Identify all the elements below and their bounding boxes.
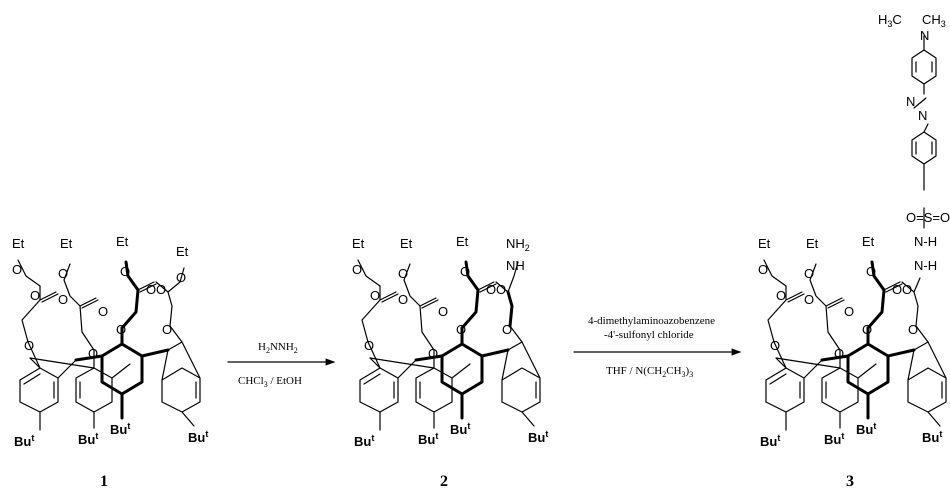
o-label: O	[58, 292, 68, 307]
o-label: O	[902, 282, 912, 297]
o-label: O	[804, 292, 814, 307]
azo-n-label: N	[918, 108, 927, 123]
tbu-label: But	[450, 421, 470, 437]
o-label: O	[438, 304, 448, 319]
o-label: O	[162, 322, 172, 337]
amine-n-label: N	[920, 28, 929, 43]
et-label: Et	[352, 236, 365, 251]
et-label: Et	[176, 244, 189, 259]
methyl-label: H3C	[878, 12, 902, 29]
o-label: O	[804, 266, 814, 281]
o-label: O	[370, 288, 380, 303]
tbu-label: But	[188, 429, 208, 445]
et-label: Et	[60, 236, 73, 251]
et-label: Et	[116, 234, 129, 249]
et-label: Et	[456, 234, 469, 249]
o-label: O	[776, 288, 786, 303]
o-label: O	[862, 322, 872, 337]
et-label: Et	[400, 236, 413, 251]
o-label: O	[12, 262, 22, 277]
reagent-label: -4'-sulfonyl chloride	[604, 329, 694, 341]
o-label: O	[398, 266, 408, 281]
conditions-label: THF / N(CH2CH3)3	[606, 365, 693, 379]
compound-1	[17, 259, 202, 432]
o-label: O	[496, 282, 506, 297]
sulfonyl-label: O=S=O	[906, 210, 950, 225]
compound-2-labels: Et O O O O Et O O O Et O O O NH2 NH O O …	[352, 234, 548, 490]
o-label: O	[58, 266, 68, 281]
o-label: O	[24, 338, 34, 353]
et-label: Et	[862, 234, 875, 249]
o-label: O	[908, 322, 918, 337]
o-label: O	[758, 262, 768, 277]
reagent-label: H2NNH2	[258, 341, 298, 355]
conditions-label: CHCl3 / EtOH	[238, 375, 302, 389]
o-label: O	[176, 270, 186, 285]
methyl-label: CH3	[922, 12, 946, 29]
o-label: O	[156, 282, 166, 297]
o-label: O	[502, 322, 512, 337]
tbu-label: But	[354, 433, 374, 449]
tbu-label: But	[922, 429, 942, 445]
tbu-label: But	[78, 431, 98, 447]
tbu-label: But	[528, 429, 548, 445]
o-label: O	[398, 292, 408, 307]
o-label: O	[866, 264, 876, 279]
o-label: O	[352, 262, 362, 277]
compound-number: 1	[100, 473, 108, 490]
compound-3-labels: Et O O O O Et O O O Et O O O O O N-H N-H…	[758, 12, 950, 490]
o-label: O	[120, 264, 130, 279]
et-label: Et	[12, 236, 25, 251]
o-label: O	[460, 264, 470, 279]
compound-number: 2	[440, 473, 448, 490]
o-label: O	[116, 322, 126, 337]
o-label: O	[428, 346, 438, 361]
nh-label: NH	[506, 258, 525, 273]
o-label: O	[98, 304, 108, 319]
et-label: Et	[758, 236, 771, 251]
o-label: O	[88, 346, 98, 361]
nh2-label: NH2	[506, 236, 530, 253]
compound-3	[763, 35, 948, 432]
o-label: O	[456, 322, 466, 337]
tbu-label: But	[14, 433, 34, 449]
o-label: O	[364, 338, 374, 353]
tbu-label: But	[824, 431, 844, 447]
tbu-label: But	[856, 421, 876, 437]
compound-number: 3	[846, 473, 854, 490]
reaction-step-2: 4-dimethylaminoazobenzene -4'-sulfonyl c…	[573, 315, 742, 379]
nh-label: N-H	[914, 258, 937, 273]
o-label: O	[834, 346, 844, 361]
o-label: O	[770, 338, 780, 353]
o-label: O	[844, 304, 854, 319]
nh-label: N-H	[914, 234, 937, 249]
o-label: O	[146, 282, 156, 297]
tbu-label: But	[110, 421, 130, 437]
o-label: O	[30, 288, 40, 303]
reaction-step-1: H2NNH2 CHCl3 / EtOH	[227, 341, 336, 389]
tbu-label: But	[418, 431, 438, 447]
compound-1-labels: Et O O O O Et O O O Et O O O Et O O O Bu…	[12, 234, 208, 490]
compound-2	[357, 259, 542, 432]
et-label: Et	[806, 236, 819, 251]
reagent-label: 4-dimethylaminoazobenzene	[588, 315, 715, 327]
azo-n-label: N	[906, 94, 915, 109]
o-label: O	[486, 282, 496, 297]
tbu-label: But	[760, 433, 780, 449]
o-label: O	[892, 282, 902, 297]
